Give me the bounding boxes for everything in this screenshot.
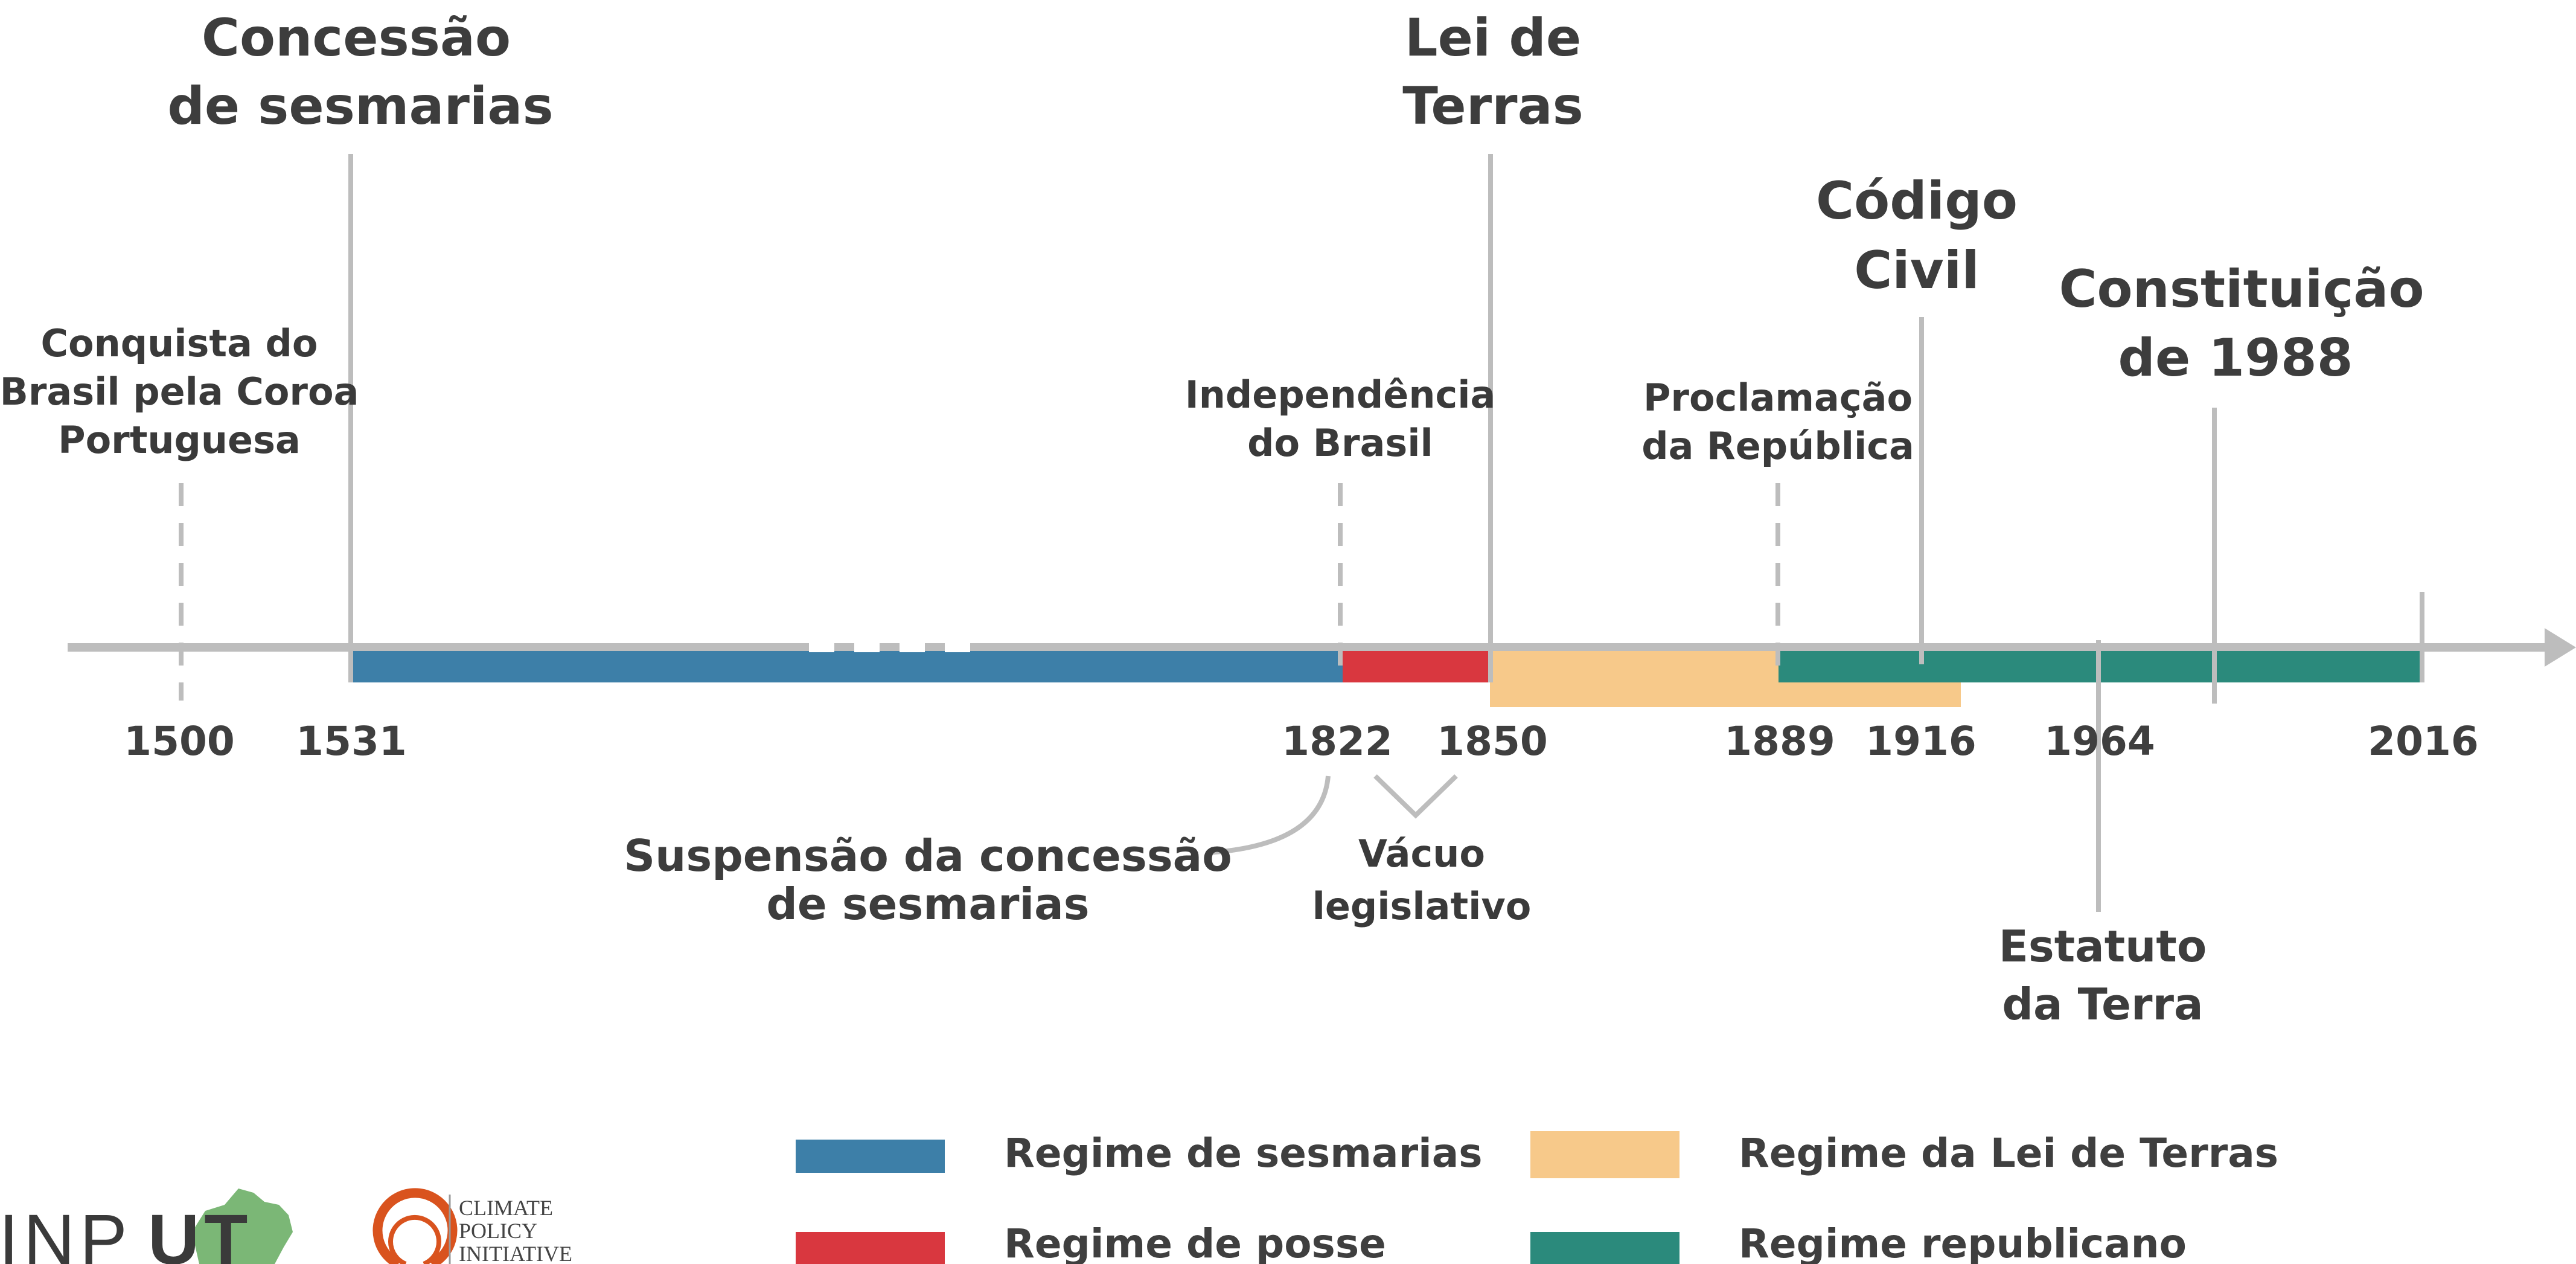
year-labels: 1500 1531 1822 1850 1889 1916 1964 2016: [124, 718, 2479, 765]
label-vacuo-line1: Vácuo: [1358, 832, 1485, 876]
label-proclamacao-line1: Proclamação: [1643, 376, 1913, 420]
legend-label-republicano: Regime republicano: [1739, 1221, 2187, 1264]
label-suspensao-line1: Suspensão da concessão: [624, 830, 1232, 881]
label-proclamacao-line2: da República: [1641, 424, 1914, 468]
bar-regime-sesmarias: [351, 651, 1344, 682]
connector-suspensao: [1207, 775, 1331, 855]
label-lei-terras-line2: Terras: [1402, 76, 1584, 136]
label-estatuto-line1: Estatuto: [1999, 921, 2207, 972]
bar-regime-republicano: [1779, 651, 2424, 682]
axis-gap-marks: [809, 643, 970, 652]
legend-swatch-lei-de-terras: [1530, 1131, 1680, 1178]
year-1822: 1822: [1282, 718, 1393, 765]
cpi-logo: CLIMATE POLICY INITIATIVE: [372, 1188, 572, 1264]
input-logo-light: INP: [0, 1200, 132, 1264]
label-codigo-civil-line1: Código: [1816, 171, 2018, 231]
label-constituicao-line2: de 1988: [2118, 328, 2353, 388]
cpi-logo-line1: CLIMATE: [459, 1196, 553, 1220]
label-suspensao-line2: de sesmarias: [766, 879, 1089, 929]
cpi-logo-line3: INITIATIVE: [459, 1242, 572, 1264]
cpi-logo-line2: POLICY: [459, 1219, 537, 1243]
bar-regime-posse: [1343, 651, 1491, 682]
legend-label-sesmarias: Regime de sesmarias: [1004, 1130, 1483, 1176]
cpi-circle-mark: [372, 1188, 458, 1264]
cpi-circle-inner: [388, 1214, 441, 1264]
label-concessao-line2: de sesmarias: [167, 76, 553, 136]
year-1889: 1889: [1724, 718, 1835, 765]
label-concessao-line1: Concessão: [202, 8, 511, 68]
legend-label-posse: Regime de posse: [1004, 1221, 1386, 1264]
input-logo: INP UT: [0, 1189, 293, 1264]
year-1964: 1964: [2044, 718, 2155, 765]
legend-label-lei-de-terras: Regime da Lei de Terras: [1739, 1130, 2278, 1176]
label-estatuto-line2: da Terra: [2002, 979, 2203, 1030]
year-1500: 1500: [124, 718, 235, 765]
input-logo-bold: UT: [148, 1200, 252, 1264]
label-independencia-line1: Independência: [1185, 373, 1496, 417]
label-lei-terras-line1: Lei de: [1405, 8, 1581, 68]
label-constituicao-line1: Constituição: [2059, 259, 2424, 319]
year-2016: 2016: [2368, 718, 2479, 765]
label-vacuo-line2: legislativo: [1312, 884, 1532, 928]
connector-vacuo: [1373, 774, 1458, 819]
legend-swatch-republicano: [1530, 1232, 1680, 1264]
year-1850: 1850: [1437, 718, 1548, 765]
year-1916: 1916: [1865, 718, 1977, 765]
label-codigo-civil-line2: Civil: [1854, 240, 1980, 301]
legend-swatch-posse: [796, 1232, 945, 1264]
legend: Regime de sesmarias Regime de posse Regi…: [796, 1130, 2278, 1264]
label-conquista-line2: Brasil pela Coroa: [0, 370, 359, 414]
label-independencia-line2: do Brasil: [1247, 421, 1433, 465]
axis-arrow-head: [2545, 628, 2576, 667]
legend-swatch-sesmarias: [796, 1140, 945, 1173]
label-conquista-line3: Portuguesa: [58, 418, 301, 462]
label-conquista-line1: Conquista do: [41, 321, 318, 365]
brazil-map-shape: [192, 1189, 293, 1264]
year-1531: 1531: [296, 718, 407, 765]
